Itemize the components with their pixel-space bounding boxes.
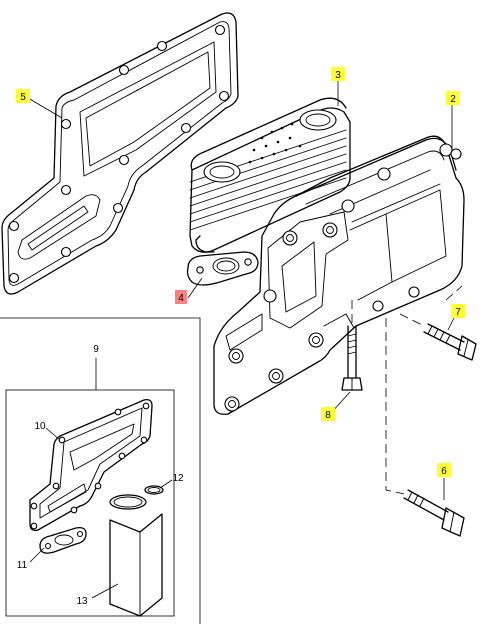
callout-4-box: [175, 290, 187, 304]
assembly-dash-lines: [351, 285, 463, 495]
callout-2-label: 2: [450, 94, 456, 105]
kit-orings-part-12: [109, 485, 164, 510]
kit-label-11: 11: [17, 560, 28, 571]
callout-7-label: 7: [455, 307, 461, 318]
kit-small-gasket-part-11: [39, 526, 87, 554]
cooler-housing-part-2: [213, 135, 465, 415]
kit-label-13: 13: [76, 596, 88, 607]
bolt-part-7: [423, 323, 477, 361]
callout-5-box: [16, 89, 30, 103]
callout-5: 5: [16, 89, 30, 103]
callout-8-box: [321, 407, 335, 421]
callout-6-box: [437, 463, 451, 477]
callout-6-label: 6: [441, 466, 447, 477]
callout-8: 8: [321, 407, 335, 421]
callout-6: 6: [437, 463, 451, 477]
callout-2-box: [446, 91, 460, 105]
gasket-part-5: [1, 12, 239, 295]
oil-cooler-core-part-3: [189, 97, 351, 253]
kit-sheet-part-13: [109, 513, 163, 617]
long-bolt-part-6: [403, 489, 465, 537]
kit-label-12: 12: [172, 473, 184, 484]
cooler-top-dots: [248, 122, 302, 164]
callout-3: 3: [331, 67, 345, 81]
kit-label-10: 10: [34, 421, 46, 432]
callout-3-box: [331, 67, 345, 81]
callout-2: 2: [446, 91, 460, 105]
leader-lines: [27, 80, 457, 599]
housing-bosses: [224, 143, 462, 412]
callout-4: 4: [175, 290, 187, 304]
callout-3-label: 3: [335, 70, 341, 81]
kit-label-9: 9: [93, 344, 99, 355]
callout-4-label: 4: [178, 293, 184, 304]
kit-gasket-part-10: [29, 398, 153, 532]
callout-8-label: 8: [325, 410, 331, 421]
small-gasket-part-4: [186, 251, 259, 286]
callout-5-label: 5: [20, 92, 26, 103]
gasket-kit-box: [0, 317, 201, 624]
short-bolt-part-8: [341, 325, 363, 391]
callout-7: 7: [451, 304, 465, 318]
gasket-bolt-holes: [8, 24, 230, 284]
callout-7-box: [451, 304, 465, 318]
